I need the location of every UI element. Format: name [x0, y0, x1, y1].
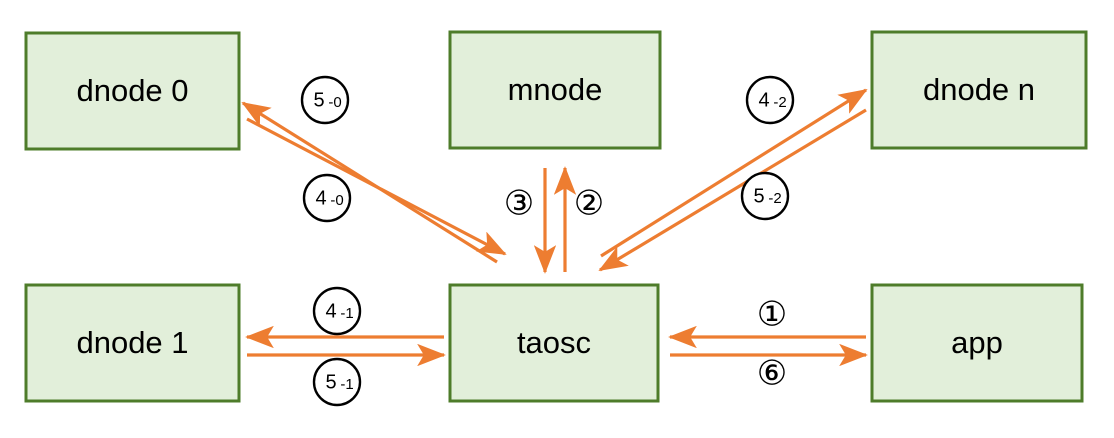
- flow-arrow-5-2: [598, 108, 867, 272]
- node-mnode[interactable]: mnode: [448, 30, 662, 150]
- badge-5-0: 5 -0: [300, 75, 350, 125]
- badge-5-2: 5 -2: [740, 171, 790, 221]
- badge-4-1: 4 -1: [312, 286, 362, 336]
- badge-label-2: ②: [574, 184, 604, 224]
- node-label-app: app: [951, 325, 1003, 360]
- badge-label-5-1-main: 5: [325, 371, 336, 393]
- badge-label-4-2-sub: -2: [773, 94, 786, 111]
- badge-circle-4-2: [745, 75, 795, 125]
- badge-1: ①: [757, 295, 787, 335]
- node-box-dnode1: [24, 283, 241, 403]
- badge-label-5-2-sub: -2: [768, 190, 781, 207]
- flow-arrow-4-2: [600, 88, 868, 258]
- badge-label-4-2-main: 4: [758, 89, 769, 111]
- badge-4-0: 4 -0: [302, 173, 352, 223]
- node-label-taosc: taosc: [517, 325, 591, 360]
- node-box-app: [870, 283, 1084, 403]
- node-dnoden[interactable]: dnode n: [870, 30, 1088, 150]
- badge-circle-5-0: [300, 75, 350, 125]
- badge-label-5-0-sub: -0: [328, 94, 341, 111]
- node-dnode0[interactable]: dnode 0: [24, 31, 241, 151]
- badge-label-4-1-main: 4: [325, 300, 336, 322]
- badge-label-3: ③: [504, 184, 534, 224]
- node-box-taosc: [448, 283, 660, 403]
- node-box-mnode: [448, 30, 662, 150]
- node-label-dnode0: dnode 0: [76, 73, 188, 108]
- badge-circle-4-0: [302, 173, 352, 223]
- badge-circle-4-1: [312, 286, 362, 336]
- badge-circle-5-2: [740, 171, 790, 221]
- node-label-mnode: mnode: [508, 72, 603, 107]
- node-box-dnode0: [24, 31, 241, 151]
- badge-3: ③: [504, 184, 534, 224]
- node-label-dnoden: dnode n: [923, 72, 1035, 107]
- badge-label-6: ⑥: [757, 354, 787, 394]
- node-label-dnode1: dnode 1: [76, 325, 188, 360]
- badge-label-5-0-main: 5: [313, 89, 324, 111]
- node-dnode1[interactable]: dnode 1: [24, 283, 241, 403]
- badge-label-1: ①: [757, 295, 787, 335]
- badge-label-4-0-main: 4: [315, 187, 326, 209]
- badge-2: ②: [574, 184, 604, 224]
- node-taosc[interactable]: taosc: [448, 283, 660, 403]
- badge-5-1: 5 -1: [312, 357, 362, 407]
- badge-circle-5-1: [312, 357, 362, 407]
- badge-label-5-2-main: 5: [753, 185, 764, 207]
- badge-6: ⑥: [757, 354, 787, 394]
- node-box-dnoden: [870, 30, 1088, 150]
- badge-label-5-1-sub: -1: [340, 376, 353, 393]
- badge-label-4-0-sub: -0: [330, 192, 343, 209]
- flow-arrow-4-0: [246, 117, 507, 256]
- badge-4-2: 4 -2: [745, 75, 795, 125]
- badge-label-4-1-sub: -1: [340, 305, 353, 322]
- node-app[interactable]: app: [870, 283, 1084, 403]
